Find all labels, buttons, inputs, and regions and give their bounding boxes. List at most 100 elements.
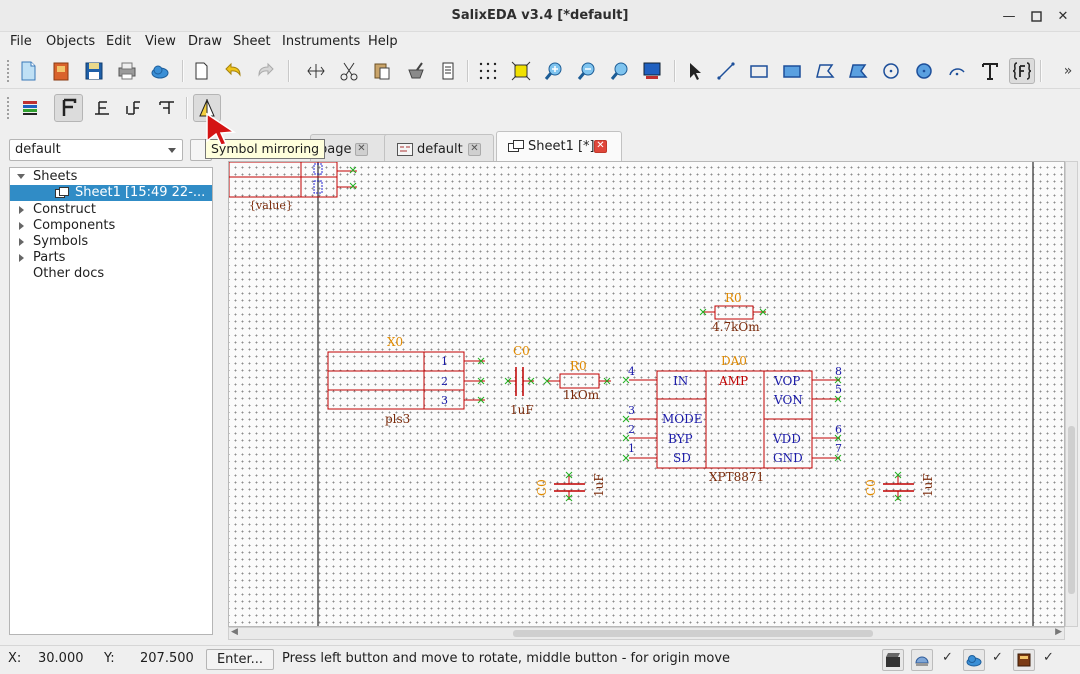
tree-item-other-docs[interactable]: Other docs bbox=[10, 266, 212, 282]
enter-coordinates-button[interactable]: Enter... bbox=[206, 649, 274, 670]
expand-closed-icon[interactable] bbox=[19, 206, 24, 214]
tree-label: Symbols bbox=[33, 234, 89, 249]
scroll-thumb[interactable] bbox=[1068, 426, 1075, 594]
tree-item-sheet1[interactable]: Sheet1 [15:49 22-... bbox=[10, 185, 212, 201]
zoom-in-icon[interactable] bbox=[541, 58, 567, 84]
toolbar-grip[interactable] bbox=[6, 96, 10, 120]
zoom-area-icon[interactable] bbox=[607, 58, 633, 84]
scroll-right-icon[interactable]: ▶ bbox=[1055, 627, 1062, 637]
tab-sheet1[interactable]: Sheet1 [*] ✕ bbox=[496, 131, 622, 162]
paste-icon[interactable] bbox=[369, 58, 395, 84]
ref-text: C0 bbox=[513, 344, 530, 358]
close-tab-icon[interactable]: ✕ bbox=[594, 140, 607, 153]
resistor-r0-series[interactable]: R0 1kOm bbox=[543, 359, 611, 402]
scroll-thumb[interactable] bbox=[513, 630, 873, 637]
mortar-icon[interactable] bbox=[403, 58, 429, 84]
undo-icon[interactable] bbox=[220, 58, 246, 84]
menu-view[interactable]: View bbox=[145, 34, 176, 49]
menu-edit[interactable]: Edit bbox=[106, 34, 132, 49]
clapperboard-icon[interactable] bbox=[882, 649, 904, 671]
partial-component[interactable]: {value} bbox=[229, 162, 357, 212]
select-pointer-icon[interactable] bbox=[681, 58, 707, 84]
grid-icon[interactable] bbox=[475, 58, 501, 84]
connector-x0[interactable]: X0 1 2 3 pls3 bbox=[327, 335, 485, 426]
draw-filled-circle-icon[interactable] bbox=[911, 58, 937, 84]
schematic-drawing[interactable]: {value} R0 4.7kOm X0 1 2 3 pls3 bbox=[229, 162, 1065, 627]
scroll-left-icon[interactable]: ◀ bbox=[231, 627, 238, 637]
toolbar-grip[interactable] bbox=[6, 59, 10, 83]
network-icon[interactable] bbox=[911, 649, 933, 671]
draw-text-icon[interactable] bbox=[977, 58, 1003, 84]
horizontal-scrollbar[interactable]: ◀ ▶ bbox=[228, 627, 1065, 640]
book-icon[interactable] bbox=[1013, 649, 1035, 671]
minimize-icon[interactable]: — bbox=[1002, 8, 1016, 24]
new-file-icon[interactable] bbox=[15, 58, 41, 84]
tab-default[interactable]: default ✕ bbox=[384, 134, 494, 162]
pin-number-text: 4 bbox=[628, 365, 635, 378]
zoom-out-icon[interactable] bbox=[574, 58, 600, 84]
print-icon[interactable] bbox=[114, 58, 140, 84]
component-value-text: {value} bbox=[249, 199, 293, 212]
menu-objects[interactable]: Objects bbox=[46, 34, 96, 49]
draw-arc-icon[interactable] bbox=[944, 58, 970, 84]
tree-item-symbols[interactable]: Symbols bbox=[10, 234, 212, 250]
pin-name-text: MODE bbox=[662, 412, 703, 426]
menu-instruments[interactable]: Instruments bbox=[282, 34, 361, 49]
new-page-icon[interactable] bbox=[188, 58, 214, 84]
vertical-scrollbar[interactable] bbox=[1065, 161, 1078, 627]
close-icon[interactable]: ✕ bbox=[1057, 8, 1069, 24]
align-right-icon[interactable] bbox=[154, 95, 180, 121]
cloud-status-icon[interactable] bbox=[963, 649, 985, 671]
flip-icon[interactable] bbox=[303, 58, 329, 84]
redo-icon[interactable] bbox=[253, 58, 279, 84]
project-combo[interactable]: default bbox=[9, 139, 183, 161]
maximize-icon[interactable] bbox=[1027, 7, 1045, 25]
menu-sheet[interactable]: Sheet bbox=[233, 34, 271, 49]
zoom-fit-icon[interactable] bbox=[508, 58, 534, 84]
capacitor-c0-right[interactable]: C0 1uF bbox=[864, 471, 935, 502]
draw-polyline-icon[interactable] bbox=[812, 58, 838, 84]
tab-label: page bbox=[319, 142, 352, 157]
draw-line-icon[interactable] bbox=[713, 58, 739, 84]
title-bar: SalixEDA v3.4 [*default] — ✕ bbox=[0, 0, 1080, 32]
font-icon[interactable] bbox=[54, 94, 83, 122]
tree-item-parts[interactable]: Parts bbox=[10, 250, 212, 266]
capacitor-c0-left[interactable]: C0 1uF bbox=[535, 471, 606, 502]
tree-label: Components bbox=[33, 218, 116, 233]
draw-rect-icon[interactable] bbox=[746, 58, 772, 84]
amplifier-da0[interactable]: DA0 AMP 4 3 2 1 IN MODE BYP SD bbox=[622, 354, 842, 484]
layers-icon[interactable] bbox=[17, 95, 43, 121]
expand-closed-icon[interactable] bbox=[19, 238, 24, 246]
screen-icon[interactable] bbox=[639, 58, 665, 84]
save-icon[interactable] bbox=[81, 58, 107, 84]
draw-filled-rect-icon[interactable] bbox=[779, 58, 805, 84]
cut-icon[interactable] bbox=[336, 58, 362, 84]
cloud-icon[interactable] bbox=[147, 58, 173, 84]
resistor-r0-top[interactable]: R0 4.7kOm bbox=[699, 291, 767, 334]
schematic-canvas[interactable]: {value} R0 4.7kOm X0 1 2 3 pls3 bbox=[228, 161, 1065, 627]
toolbar-overflow-button[interactable]: » bbox=[1060, 58, 1076, 84]
pin-number-text: 1 bbox=[441, 355, 448, 368]
expand-open-icon[interactable] bbox=[17, 174, 25, 179]
draw-polygon-icon[interactable] bbox=[845, 58, 871, 84]
tooltip: Symbol mirroring bbox=[205, 139, 326, 159]
draw-circle-icon[interactable] bbox=[878, 58, 904, 84]
tree-item-construct[interactable]: Construct bbox=[10, 202, 212, 218]
document-icon[interactable] bbox=[435, 58, 461, 84]
tree-item-sheets[interactable]: Sheets bbox=[10, 169, 212, 185]
menu-help[interactable]: Help bbox=[368, 34, 398, 49]
value-text: 1kOm bbox=[563, 388, 600, 402]
align-center-icon[interactable] bbox=[121, 95, 147, 121]
expand-closed-icon[interactable] bbox=[19, 222, 24, 230]
expand-closed-icon[interactable] bbox=[19, 254, 24, 262]
tree-item-components[interactable]: Components bbox=[10, 218, 212, 234]
menu-file[interactable]: File bbox=[10, 34, 32, 49]
close-tab-icon[interactable]: ✕ bbox=[468, 143, 481, 156]
field-icon[interactable] bbox=[1009, 58, 1035, 84]
menu-draw[interactable]: Draw bbox=[188, 34, 222, 49]
ref-text: R0 bbox=[725, 291, 742, 305]
align-left-icon[interactable] bbox=[89, 95, 115, 121]
capacitor-c0-series[interactable]: C0 1uF bbox=[504, 344, 535, 417]
close-tab-icon[interactable]: ✕ bbox=[355, 143, 368, 156]
open-project-icon[interactable] bbox=[48, 58, 74, 84]
